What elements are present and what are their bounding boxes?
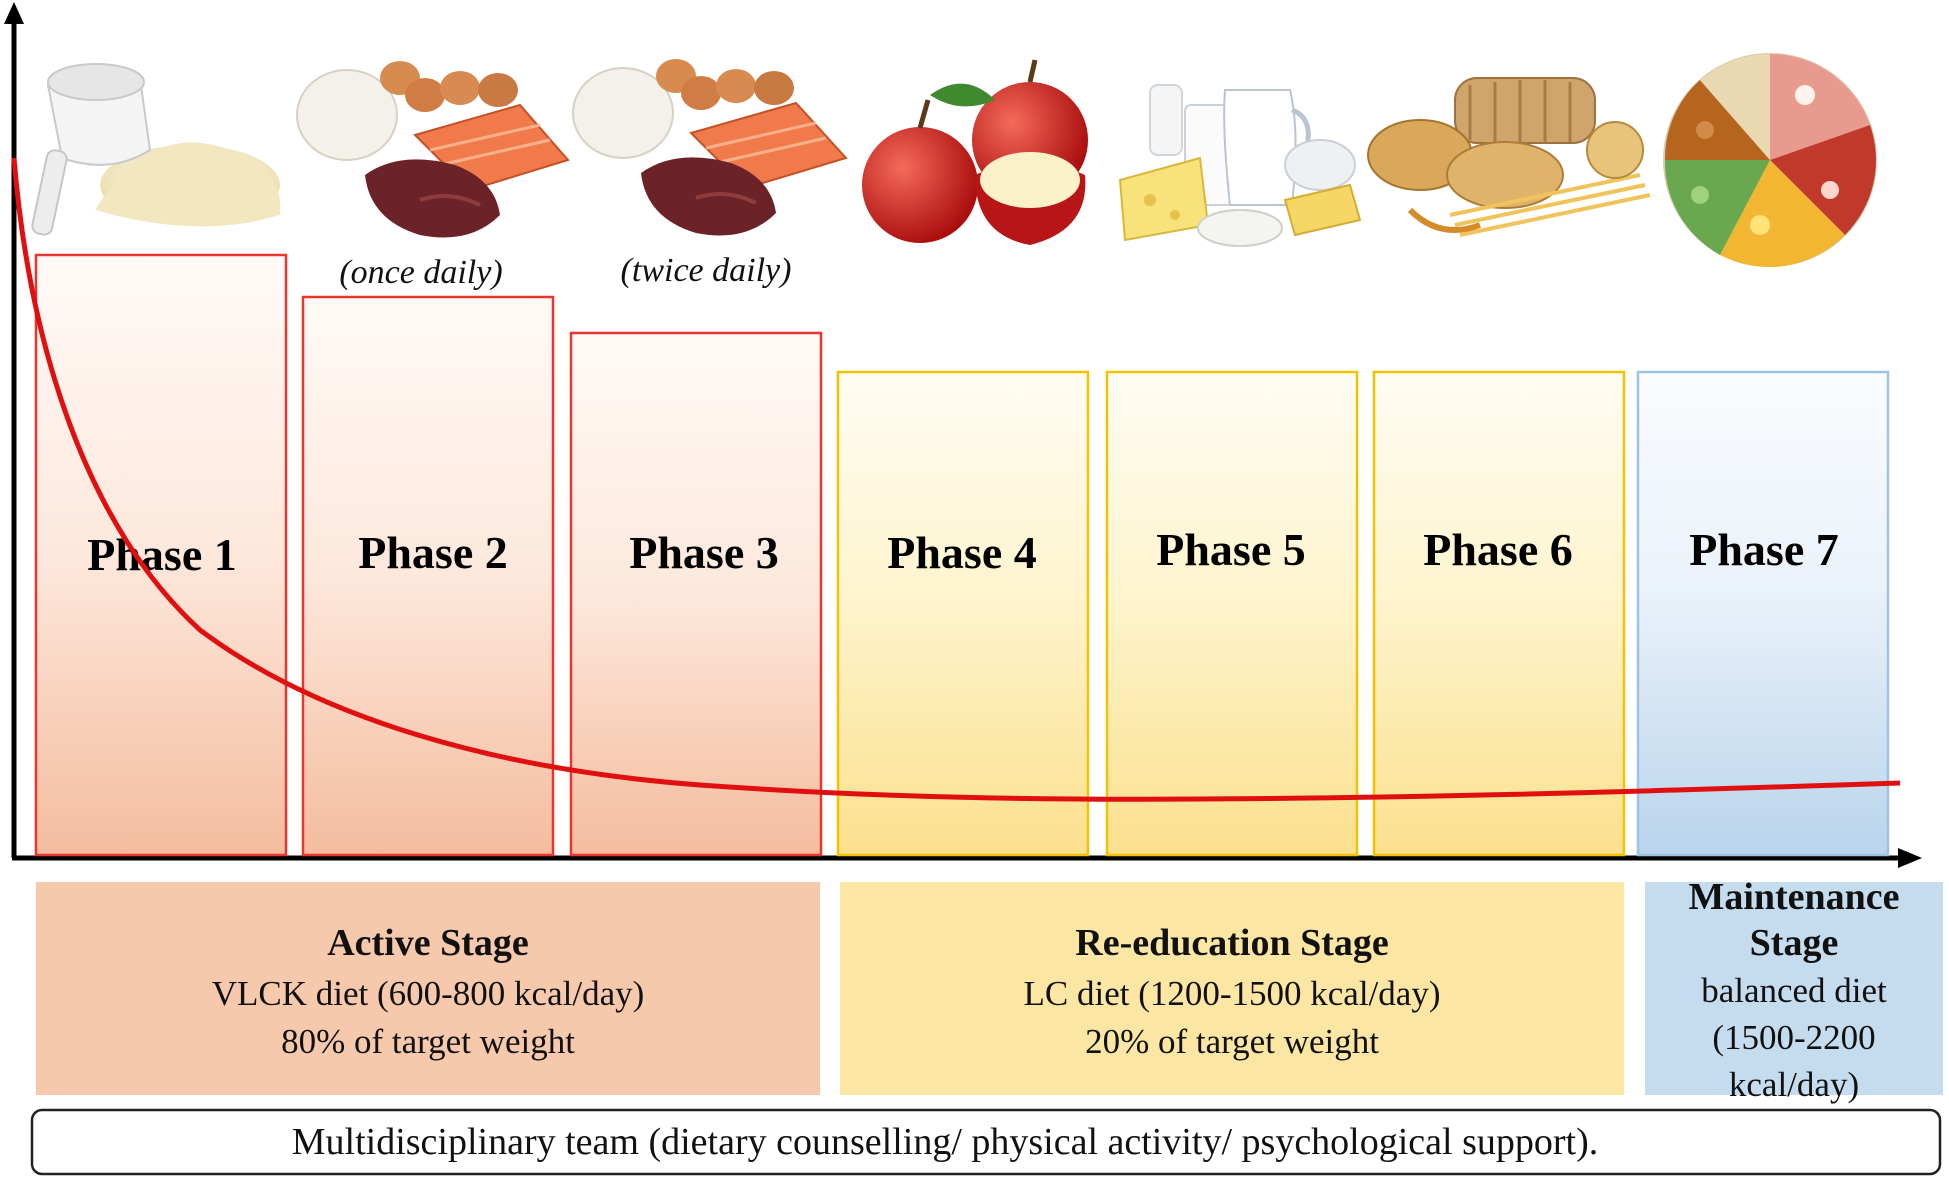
weight-loss-curve xyxy=(11,157,1901,802)
dairy-icon xyxy=(1118,84,1362,247)
phase-labels: Phase 1 Phase 2 Phase 3 Phase 4 Phase 5 … xyxy=(87,524,1839,580)
phase-box-7 xyxy=(1636,370,1890,857)
phase-box-2 xyxy=(301,295,555,857)
maintenance-stage-range: (1500-2200 xyxy=(1712,1018,1875,1057)
phase-label-3: Phase 3 xyxy=(629,527,779,578)
phase-box-3 xyxy=(569,331,823,857)
maintenance-stage-title-1: Maintenance xyxy=(1688,876,1899,918)
apples-icon xyxy=(862,59,1088,245)
x-axis-arrowhead xyxy=(1898,848,1922,868)
active-stage-target: 80% of target weight xyxy=(281,1022,575,1061)
phase-label-5: Phase 5 xyxy=(1156,524,1306,575)
stage-boxes: Active Stage VLCK diet (600-800 kcal/day… xyxy=(36,876,1943,1104)
y-axis-arrowhead xyxy=(4,2,24,24)
maintenance-stage-title-2: Stage xyxy=(1750,922,1839,964)
reeducation-stage-diet: LC diet (1200-1500 kcal/day) xyxy=(1024,974,1441,1013)
active-stage-box xyxy=(36,882,820,1095)
phase-label-2: Phase 2 xyxy=(358,527,508,578)
balanced-plate-icon xyxy=(1663,53,1877,268)
bread-pasta-icon xyxy=(1367,77,1651,237)
phase-box-5 xyxy=(1105,370,1359,857)
phase-label-1: Phase 1 xyxy=(87,529,237,580)
phase-box-1 xyxy=(34,253,288,857)
phase-box-6 xyxy=(1372,370,1626,857)
reeducation-stage-box xyxy=(840,882,1624,1095)
eggs-fish-meat-icon xyxy=(572,59,848,236)
maintenance-stage-box xyxy=(1645,882,1943,1095)
maintenance-stage-diet: balanced diet xyxy=(1701,971,1887,1010)
footer-box xyxy=(30,1108,1942,1176)
active-stage-title: Active Stage xyxy=(327,922,529,964)
active-stage-diet: VLCK diet (600-800 kcal/day) xyxy=(212,974,645,1013)
phase-boxes xyxy=(34,253,1890,857)
maintenance-stage-unit: kcal/day) xyxy=(1729,1065,1859,1104)
eggs-fish-meat-icon xyxy=(296,61,570,238)
phase-3-note: (twice daily) xyxy=(621,252,792,289)
phase-box-4 xyxy=(836,370,1090,857)
phase-label-6: Phase 6 xyxy=(1423,524,1573,575)
protein-powder-icon xyxy=(31,63,281,236)
phase-label-7: Phase 7 xyxy=(1689,524,1839,575)
reeducation-stage-title: Re-education Stage xyxy=(1075,922,1388,964)
footer-text: Multidisciplinary team (dietary counsell… xyxy=(292,1121,1599,1163)
phase-label-4: Phase 4 xyxy=(887,527,1037,578)
axes xyxy=(4,2,1922,868)
phase-2-note: (once daily) xyxy=(339,254,502,291)
reeducation-stage-target: 20% of target weight xyxy=(1085,1022,1379,1061)
